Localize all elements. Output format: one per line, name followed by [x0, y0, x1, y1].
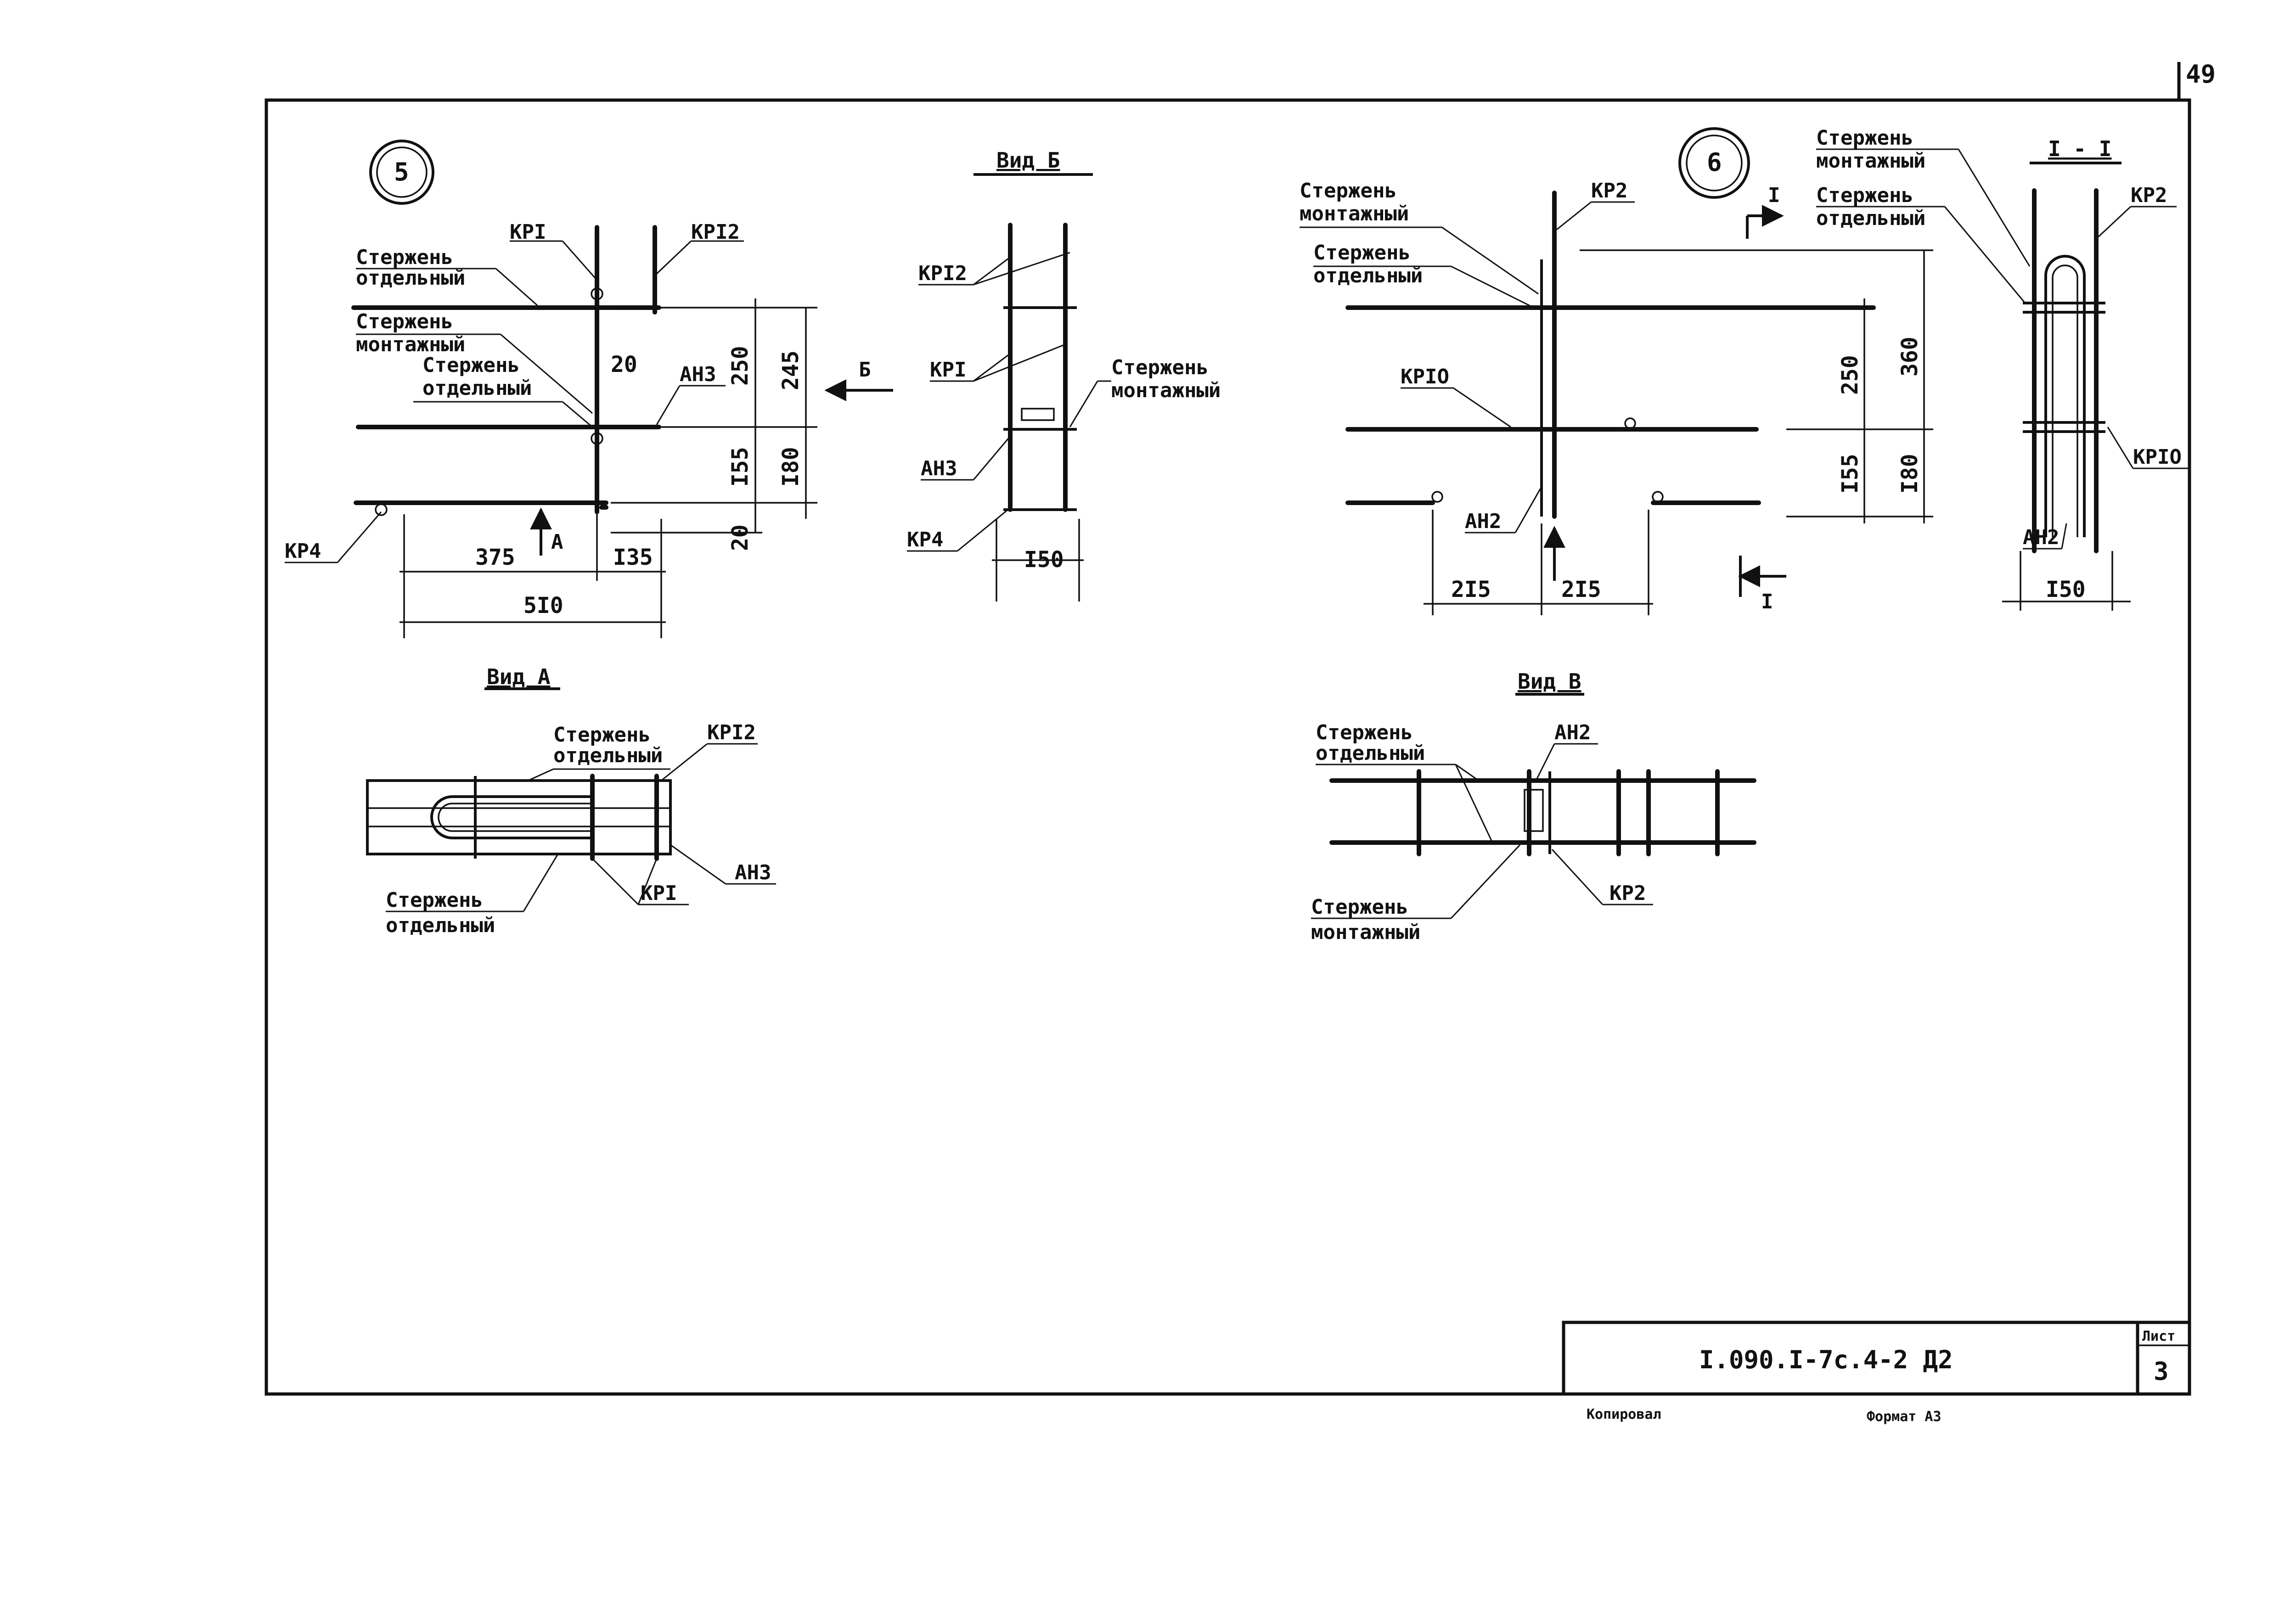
n6-an2: АН2	[1465, 510, 1501, 533]
n5-an3-label: АН3	[680, 363, 716, 386]
n5-dim-375: 375	[475, 545, 515, 570]
view-b: Вид Б I50 КРI2 КРI Стержень монтажный АН…	[907, 148, 1221, 602]
view-a-rod-bot-a: Стержень	[386, 888, 483, 912]
view-v-rod-sep-a: Стержень	[1316, 721, 1413, 744]
view-a: Вид А Стержень отдельный КРI2 АН3 КРI Ст…	[366, 664, 776, 937]
n5-rod-sep-1b: отдельный	[356, 266, 465, 290]
view-a-an3: АН3	[735, 861, 771, 884]
view-a-kp1: КРI	[641, 882, 677, 905]
n5-dim-155: I55	[727, 447, 753, 487]
node-5-circle	[369, 140, 434, 205]
sec-rod-mount-b: монтажный	[1816, 149, 1925, 173]
n5-kp1-label: КРI	[510, 220, 546, 244]
sec-dim-150: I50	[2046, 577, 2086, 602]
n6-section-top: I	[1768, 184, 1780, 207]
n6-dim-250: 250	[1837, 355, 1863, 395]
n5-dim-250: 250	[727, 346, 753, 386]
view-a-rod-bot-b: отдельный	[386, 914, 495, 937]
view-a-kp12: КРI2	[707, 721, 756, 744]
n5-dim-20a: 20	[611, 352, 637, 377]
page-number: 49	[2186, 60, 2216, 89]
view-b-kp1: КРI	[930, 358, 966, 382]
sec-rod-mount-a: Стержень	[1816, 126, 1913, 150]
view-a-rod-top-a: Стержень	[553, 723, 651, 747]
n5-rod-sep-2a: Стержень	[422, 354, 520, 377]
n6-dim-360: 360	[1897, 337, 1923, 377]
view-a-title: Вид А	[487, 664, 550, 689]
node-5-number: 5	[394, 157, 409, 186]
sec-kp2: КР2	[2131, 184, 2167, 207]
title-block: I.090.I-7с.4-2 Д2 Лист 3	[1562, 1321, 2191, 1396]
sec-an2: АН2	[2023, 526, 2059, 549]
format-label: Формат А3	[1867, 1409, 1941, 1425]
n6-dim-215b: 2I5	[1561, 577, 1601, 602]
n5-arrow-a: А	[551, 530, 563, 554]
sheet-frame: 49	[264, 60, 2216, 1396]
n6-kp2: КР2	[1591, 179, 1627, 202]
view-v-kp2: КР2	[1609, 882, 1646, 905]
view-v-rod-sep-b: отдельный	[1316, 742, 1425, 765]
n6-rod-sep-a: Стержень	[1313, 241, 1411, 264]
n6-dim-155: I55	[1837, 454, 1863, 494]
view-a-rod-top-b: отдельный	[553, 744, 663, 767]
view-v-an2: АН2	[1554, 721, 1591, 744]
view-v: Вид В Стержень отдельный АН2 Стержень мо…	[1311, 669, 1756, 944]
n5-rod-sep-1a: Стержень	[356, 246, 453, 269]
view-v-rod-mount-a: Стержень	[1311, 895, 1408, 919]
copied-label: Копировал	[1587, 1406, 1661, 1422]
drawing-code: I.090.I-7с.4-2 Д2	[1699, 1345, 1953, 1374]
view-v-title: Вид В	[1518, 669, 1581, 694]
view-v-rod-mount-b: монтажный	[1311, 921, 1420, 944]
n6-kp10: КРIO	[1401, 365, 1449, 388]
n6-rod-mount-b: монтажный	[1300, 202, 1409, 225]
n6-rod-sep-b: отдельный	[1313, 264, 1423, 287]
n5-arrow-b: Б	[859, 358, 871, 382]
sec-rod-sep-a: Стержень	[1816, 184, 1913, 207]
sec-kp10: КРIO	[2133, 445, 2182, 469]
view-b-title: Вид Б	[996, 148, 1060, 173]
node-6: 6 Стержень монтажный Стержень отдельный …	[1300, 127, 1933, 615]
view-b-dim-150: I50	[1024, 547, 1064, 573]
n5-rod-mount-b: монтажный	[356, 333, 465, 356]
sheet-number: 3	[2154, 1357, 2169, 1386]
n6-dim-215a: 2I5	[1451, 577, 1491, 602]
section-1-1: I - I Стержень монтажный Стержень отдель…	[1816, 126, 2188, 611]
node-6-number: 6	[1707, 148, 1722, 177]
view-b-an3: АН3	[921, 457, 957, 480]
n6-rod-mount-a: Стержень	[1300, 179, 1397, 202]
n5-rod-sep-2b: отдельный	[422, 377, 532, 400]
node-5: 5 КРI КРI2 Стержень отдельный Стержень м…	[285, 140, 893, 638]
n5-dim-20b: 20	[727, 524, 753, 551]
n6-dim-180: I80	[1897, 454, 1923, 494]
n6-section-bot: I	[1761, 590, 1773, 613]
n5-kp4-label: КР4	[285, 540, 321, 563]
n5-dim-510: 5I0	[523, 593, 563, 618]
n5-dim-245: 245	[778, 350, 804, 390]
view-b-rod-a: Стержень	[1111, 356, 1209, 379]
view-b-kp12: КРI2	[918, 262, 967, 285]
sheet-label: Лист	[2142, 1328, 2175, 1344]
node-6-circle	[1678, 127, 1750, 199]
sec-rod-sep-b: отдельный	[1816, 207, 1925, 230]
section-title: I - I	[2048, 136, 2111, 161]
view-b-rod-b: монтажный	[1111, 379, 1221, 402]
n5-kp12-label: КРI2	[691, 220, 740, 244]
n5-dim-135: I35	[613, 545, 653, 570]
n5-rod-mount-a: Стержень	[356, 310, 453, 333]
view-b-kp4: КР4	[907, 528, 943, 551]
n5-dim-180: I80	[778, 447, 804, 487]
